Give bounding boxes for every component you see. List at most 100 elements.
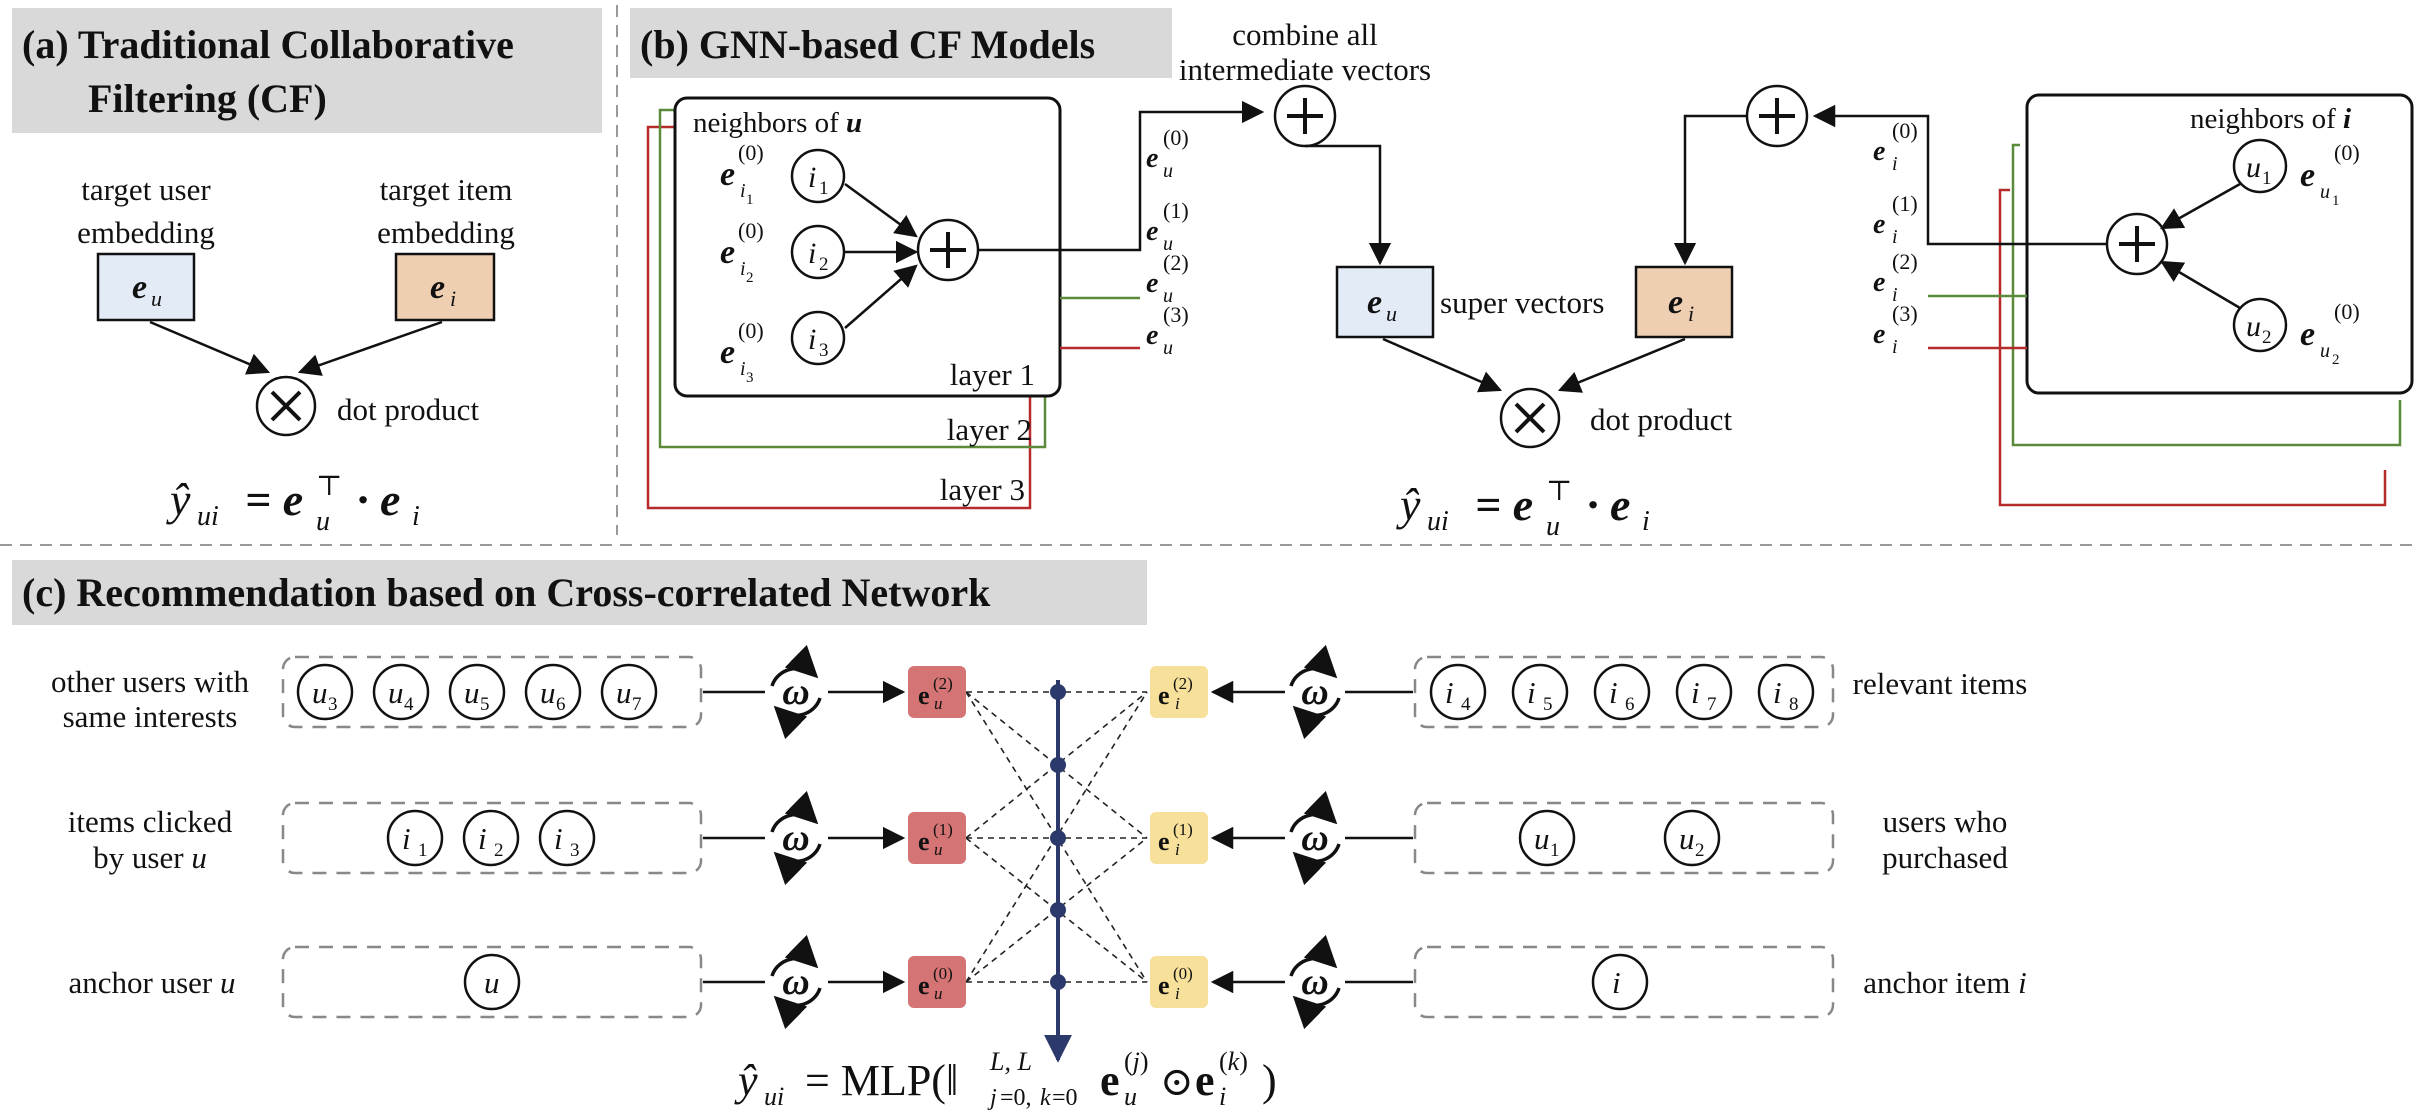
target-item-label-2: embedding (377, 215, 515, 250)
item-to-dot-arrow (297, 320, 443, 376)
svg-text:u: u (934, 694, 943, 713)
svg-text:1: 1 (746, 192, 754, 208)
layer2-frame (658, 108, 1047, 449)
row3-right-box (1413, 945, 1835, 1019)
formula-a-top: ⊤ (316, 471, 342, 502)
svg-text:2: 2 (2332, 352, 2340, 368)
omega-operator-icon: ω (770, 644, 822, 740)
svg-text:u: u (1679, 821, 1695, 856)
left-neighbor-embeddings: e (0) i 1 e (0) i 2 e (0) i 3 (720, 140, 764, 386)
layer1-frame (673, 96, 1062, 398)
i1-to-agg-arrow (844, 182, 918, 238)
svg-text:2: 2 (1695, 840, 1705, 861)
row1-right-box (1413, 655, 1835, 729)
svg-text:1: 1 (2332, 193, 2340, 209)
svg-text:e: e (1873, 136, 1885, 167)
svg-text:u: u (934, 984, 943, 1003)
svg-text:e: e (2300, 316, 2315, 353)
plus-icon (1759, 98, 1795, 134)
ei-block-2: e(0)i (1150, 956, 1208, 1008)
row2-right-box (1413, 801, 1835, 875)
svg-text:u: u (484, 965, 500, 1000)
svg-text:i: i (740, 358, 746, 380)
svg-text:= MLP(‖: = MLP(‖ (805, 1056, 958, 1105)
svg-text:1: 1 (418, 840, 428, 861)
node-i1-label: i (808, 161, 816, 194)
panel-c-title: (c) Recommendation based on Cross-correl… (22, 570, 991, 615)
svg-text:1: 1 (1550, 840, 1560, 861)
super-user-e: e (1367, 284, 1382, 321)
svg-text:(2): (2) (1163, 250, 1189, 275)
svg-text:e: e (1100, 1056, 1120, 1105)
u2-to-agg-arrow (2160, 260, 2241, 310)
ei-to-dot-arrow (1557, 337, 1686, 393)
formula-b-lhs-sub: ui (1427, 506, 1449, 537)
panel-b-title: (b) GNN-based CF Models (640, 22, 1095, 67)
svg-text:(1): (1) (933, 820, 953, 839)
svg-text:3: 3 (570, 840, 580, 861)
svg-text:ω: ω (782, 961, 809, 1003)
svg-text:u: u (388, 675, 404, 710)
svg-text:ω: ω (782, 817, 809, 859)
plus-icon (930, 232, 966, 268)
svg-text:(0): (0) (738, 140, 764, 165)
omega-operator-icon: ω (770, 790, 822, 886)
svg-text:k: k (1040, 1085, 1051, 1111)
super-item-i: i (1688, 301, 1694, 326)
svg-text:i: i (740, 258, 746, 280)
right-layer3-frame (1998, 188, 2387, 507)
target-user-label-2: embedding (77, 215, 215, 250)
svg-text:e: e (1146, 216, 1158, 247)
super-user-u: u (1386, 301, 1397, 326)
omega-operator-icon: ω (1289, 934, 1341, 1030)
svg-text:e: e (1146, 320, 1158, 351)
mlp-axis-dots (1050, 684, 1066, 990)
target-item-label-1: target item (380, 172, 513, 207)
svg-text:i: i (1691, 675, 1700, 710)
user-embedding-symbol: e (132, 269, 147, 306)
formula-c: ŷ ui = MLP(‖ L, L j =0, k =0 e u (j) ⊙ e… (734, 1047, 1277, 1111)
svg-text:ω: ω (1301, 671, 1328, 713)
svg-text:u: u (464, 675, 480, 710)
svg-text:(k): (k) (1219, 1047, 1248, 1076)
svg-text:(1): (1) (1892, 191, 1918, 216)
svg-text:u: u (540, 675, 556, 710)
formula-b-rhs: = e (1475, 479, 1533, 530)
svg-text:(2): (2) (1173, 674, 1193, 693)
svg-text:e: e (918, 681, 930, 710)
u1-to-agg-arrow (2160, 182, 2241, 230)
svg-text:e: e (720, 156, 735, 193)
svg-text:i: i (1175, 840, 1180, 859)
formula-a-tail: · e (357, 474, 400, 525)
row1-left-label-2: same interests (63, 699, 238, 734)
svg-text:7: 7 (1707, 694, 1717, 715)
node-i3 (790, 310, 846, 366)
times-icon (1514, 402, 1546, 434)
svg-text:6: 6 (556, 694, 566, 715)
node-i2 (790, 224, 846, 280)
svg-text:4: 4 (1461, 694, 1471, 715)
layer3-frame (646, 125, 1032, 510)
formula-a-rhs-sub: u (316, 506, 330, 537)
svg-text:i: i (1219, 1082, 1226, 1111)
ei-block-1: e(1)i (1150, 812, 1208, 864)
formula-a-rhs: = e (245, 474, 303, 525)
svg-text:4: 4 (404, 694, 414, 715)
row1-right-label: relevant items (1853, 666, 2028, 701)
row3-right-label: anchor item i (1863, 965, 2027, 1000)
panel-b: (b) GNN-based CF Models combine all inte… (630, 8, 2414, 542)
row1-left-box (281, 655, 703, 729)
svg-text:2: 2 (494, 840, 504, 861)
formula-b-rhs-sub: u (1546, 511, 1560, 542)
svg-text:e: e (1195, 1056, 1215, 1105)
svg-text:(0): (0) (738, 318, 764, 343)
